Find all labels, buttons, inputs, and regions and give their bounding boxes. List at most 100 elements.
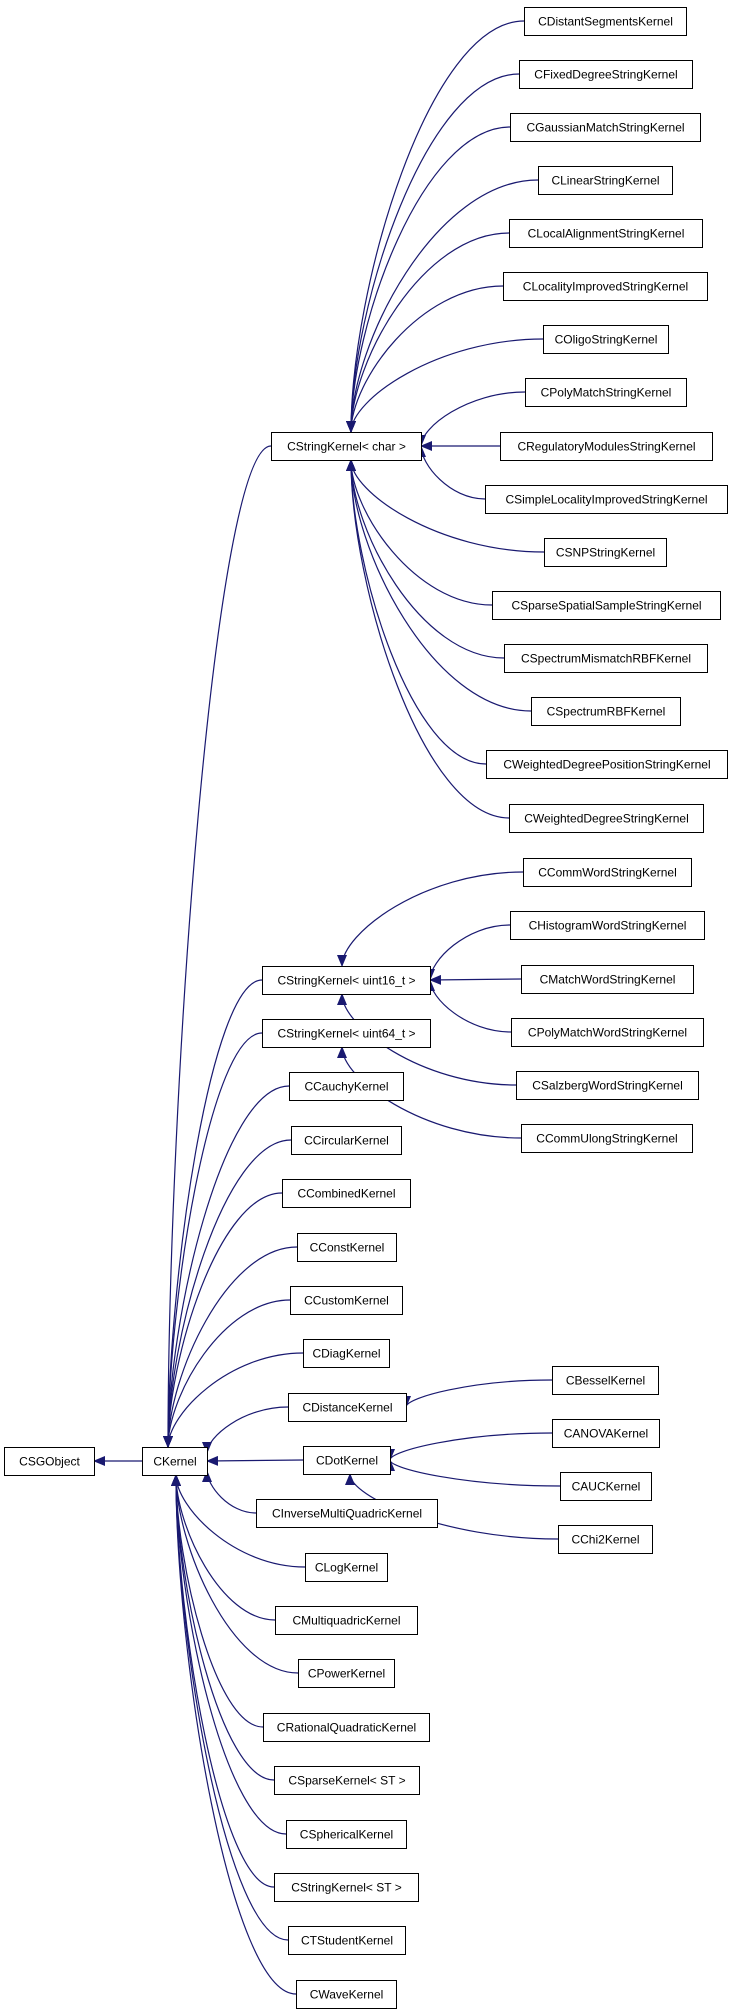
node-box-cregulatorymodulesstringkernel[interactable] <box>500 432 713 461</box>
node-cauckernel[interactable]: CAUCKernel <box>560 1472 652 1501</box>
node-cspectrummismatchrbfkernel[interactable]: CSpectrumMismatchRBFKernel <box>504 644 708 673</box>
node-box-cstringkernel-char[interactable] <box>271 432 422 461</box>
node-box-cbesselkernel[interactable] <box>552 1366 659 1395</box>
node-cmatchwordstringkernel[interactable]: CMatchWordStringKernel <box>521 965 694 994</box>
node-cpowerkernel[interactable]: CPowerKernel <box>298 1659 395 1688</box>
node-cinversemultiquadrickernel[interactable]: CInverseMultiQuadricKernel <box>256 1499 438 1528</box>
node-box-ctstudentkernel[interactable] <box>288 1926 406 1955</box>
node-box-csparsekernel-st[interactable] <box>274 1766 420 1795</box>
node-cwavekernel[interactable]: CWaveKernel <box>296 1980 397 2009</box>
node-ctstudentkernel[interactable]: CTStudentKernel <box>288 1926 406 1955</box>
node-cdiagkernel[interactable]: CDiagKernel <box>303 1339 390 1368</box>
node-box-clinearstringkernel[interactable] <box>538 166 673 195</box>
node-chistogramwordstringkernel[interactable]: CHistogramWordStringKernel <box>510 911 705 940</box>
node-cchi2kernel[interactable]: CChi2Kernel <box>558 1525 653 1554</box>
node-csgobject[interactable]: CSGObject <box>4 1447 95 1476</box>
node-csimplelocalityimprovedstringkernel[interactable]: CSimpleLocalityImprovedStringKernel <box>485 485 728 514</box>
node-box-cdotkernel[interactable] <box>303 1446 391 1475</box>
node-csalzbergwordstringkernel[interactable]: CSalzbergWordStringKernel <box>516 1071 699 1100</box>
node-box-cstringkernel-uint64[interactable] <box>262 1019 431 1048</box>
node-csphericalkernel[interactable]: CSphericalKernel <box>286 1820 407 1849</box>
node-coligostringkernel[interactable]: COligoStringKernel <box>543 325 669 354</box>
node-ccauchykernel[interactable]: CCauchyKernel <box>289 1072 404 1101</box>
node-cpolymatchwordstringkernel[interactable]: CPolyMatchWordStringKernel <box>511 1018 704 1047</box>
node-box-csimplelocalityimprovedstringkernel[interactable] <box>485 485 728 514</box>
node-box-ccommulongstringkernel[interactable] <box>521 1124 693 1153</box>
node-cweighteddegreestringkernel[interactable]: CWeightedDegreeStringKernel <box>509 804 704 833</box>
node-box-cweighteddegreepositionstringkernel[interactable] <box>486 750 728 779</box>
node-canovakernel[interactable]: CANOVAKernel <box>552 1419 660 1448</box>
node-box-csparsespatialsamplestringkernel[interactable] <box>492 591 721 620</box>
node-cdistantsegmentskernel[interactable]: CDistantSegmentsKernel <box>524 7 687 36</box>
node-box-cstringkernel-st[interactable] <box>274 1873 419 1902</box>
node-ccustomkernel[interactable]: CCustomKernel <box>290 1286 403 1315</box>
node-box-cdistancekernel[interactable] <box>288 1393 407 1422</box>
node-box-ccircularkernel[interactable] <box>291 1126 402 1155</box>
node-box-cchi2kernel[interactable] <box>558 1525 653 1554</box>
node-cspectrumrbfkernel[interactable]: CSpectrumRBFKernel <box>531 697 681 726</box>
node-cweighteddegreepositionstringkernel[interactable]: CWeightedDegreePositionStringKernel <box>486 750 728 779</box>
node-box-clocalityimprovedstringkernel[interactable] <box>503 272 708 301</box>
node-cbesselkernel[interactable]: CBesselKernel <box>552 1366 659 1395</box>
node-box-cpolymatchstringkernel[interactable] <box>525 378 687 407</box>
node-box-cspectrummismatchrbfkernel[interactable] <box>504 644 708 673</box>
node-box-cinversemultiquadrickernel[interactable] <box>256 1499 438 1528</box>
node-box-cspectrumrbfkernel[interactable] <box>531 697 681 726</box>
node-ccombinedkernel[interactable]: CCombinedKernel <box>282 1179 411 1208</box>
node-cstringkernel-st[interactable]: CStringKernel< ST > <box>274 1873 419 1902</box>
node-box-cconstkernel[interactable] <box>297 1233 397 1262</box>
node-cfixeddegreestringkernel[interactable]: CFixedDegreeStringKernel <box>519 60 693 89</box>
node-cconstkernel[interactable]: CConstKernel <box>297 1233 397 1262</box>
node-box-crationalquadratickernel[interactable] <box>263 1713 430 1742</box>
node-box-cstringkernel-uint16[interactable] <box>262 966 431 995</box>
node-box-csalzbergwordstringkernel[interactable] <box>516 1071 699 1100</box>
node-box-ccommwordstringkernel[interactable] <box>523 858 692 887</box>
node-cstringkernel-uint64[interactable]: CStringKernel< uint64_t > <box>262 1019 431 1048</box>
node-clocalityimprovedstringkernel[interactable]: CLocalityImprovedStringKernel <box>503 272 708 301</box>
node-box-ckernel[interactable] <box>142 1447 208 1476</box>
node-box-cgaussianmatchstringkernel[interactable] <box>510 113 701 142</box>
node-ccircularkernel[interactable]: CCircularKernel <box>291 1126 402 1155</box>
node-box-coligostringkernel[interactable] <box>543 325 669 354</box>
node-clinearstringkernel[interactable]: CLinearStringKernel <box>538 166 673 195</box>
node-box-cdiagkernel[interactable] <box>303 1339 390 1368</box>
node-csparsekernel-st[interactable]: CSparseKernel< ST > <box>274 1766 420 1795</box>
node-box-cweighteddegreestringkernel[interactable] <box>509 804 704 833</box>
node-csnpstringkernel[interactable]: CSNPStringKernel <box>544 538 667 567</box>
node-box-cpolymatchwordstringkernel[interactable] <box>511 1018 704 1047</box>
node-clocalalignmentstringkernel[interactable]: CLocalAlignmentStringKernel <box>509 219 703 248</box>
node-crationalquadratickernel[interactable]: CRationalQuadraticKernel <box>263 1713 430 1742</box>
node-box-cmatchwordstringkernel[interactable] <box>521 965 694 994</box>
node-box-ccauchykernel[interactable] <box>289 1072 404 1101</box>
node-cstringkernel-char[interactable]: CStringKernel< char > <box>271 432 422 461</box>
node-box-ccustomkernel[interactable] <box>290 1286 403 1315</box>
node-box-cauckernel[interactable] <box>560 1472 652 1501</box>
node-box-clocalalignmentstringkernel[interactable] <box>509 219 703 248</box>
node-box-cfixeddegreestringkernel[interactable] <box>519 60 693 89</box>
node-box-cmultiquadrickernel[interactable] <box>275 1606 418 1635</box>
node-box-clogkernel[interactable] <box>305 1553 388 1582</box>
node-box-cwavekernel[interactable] <box>296 1980 397 2009</box>
node-box-csgobject[interactable] <box>4 1447 95 1476</box>
node-cdistancekernel[interactable]: CDistanceKernel <box>288 1393 407 1422</box>
node-cdotkernel[interactable]: CDotKernel <box>303 1446 391 1475</box>
node-ccommulongstringkernel[interactable]: CCommUlongStringKernel <box>521 1124 693 1153</box>
node-box-canovakernel[interactable] <box>552 1419 660 1448</box>
node-cstringkernel-uint16[interactable]: CStringKernel< uint16_t > <box>262 966 431 995</box>
node-cgaussianmatchstringkernel[interactable]: CGaussianMatchStringKernel <box>510 113 701 142</box>
node-ccommwordstringkernel[interactable]: CCommWordStringKernel <box>523 858 692 887</box>
node-cregulatorymodulesstringkernel[interactable]: CRegulatoryModulesStringKernel <box>500 432 713 461</box>
node-cmultiquadrickernel[interactable]: CMultiquadricKernel <box>275 1606 418 1635</box>
node-cpolymatchstringkernel[interactable]: CPolyMatchStringKernel <box>525 378 687 407</box>
node-box-csphericalkernel[interactable] <box>286 1820 407 1849</box>
node-box-csnpstringkernel[interactable] <box>544 538 667 567</box>
node-box-ccombinedkernel[interactable] <box>282 1179 411 1208</box>
node-label-cwavekernel: CWaveKernel <box>310 1988 384 2002</box>
edge-csparsespatialsamplestringkernel-to-cstringkernel-char <box>346 459 493 606</box>
node-ckernel[interactable]: CKernel <box>142 1447 208 1476</box>
node-box-cpowerkernel[interactable] <box>298 1659 395 1688</box>
node-csparsespatialsamplestringkernel[interactable]: CSparseSpatialSampleStringKernel <box>492 591 721 620</box>
node-box-cdistantsegmentskernel[interactable] <box>524 7 687 36</box>
node-box-chistogramwordstringkernel[interactable] <box>510 911 705 940</box>
node-clogkernel[interactable]: CLogKernel <box>305 1553 388 1582</box>
